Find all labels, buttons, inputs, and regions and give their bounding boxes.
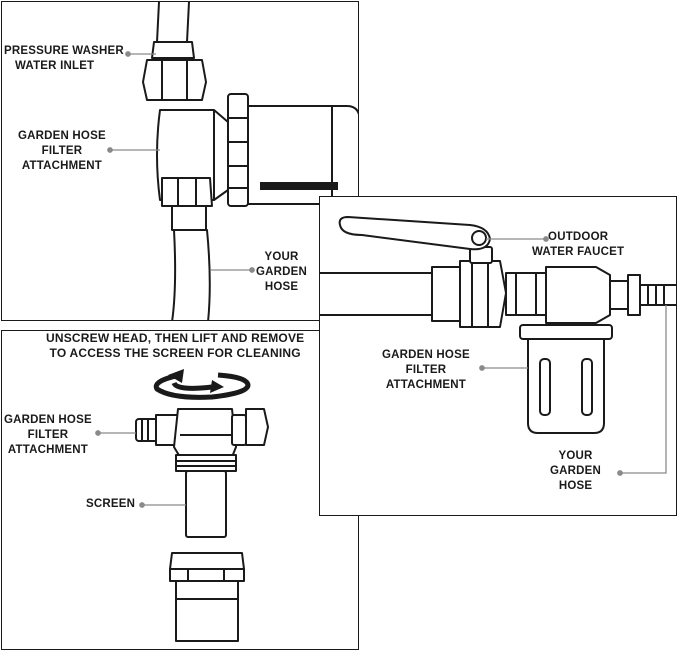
inlet-pipe	[156, 2, 190, 43]
inlet-collar	[151, 41, 195, 59]
filter-thread-collar	[227, 93, 249, 207]
faucet-valve-body	[459, 260, 507, 328]
cleaning-heading: UNSCREW HEAD, THEN LIFT AND REMOVE TO AC…	[46, 331, 305, 360]
filter-attachment-label: GARDEN HOSE FILTER ATTACHMENT	[18, 130, 106, 172]
faucet-handle	[338, 216, 491, 251]
filter-head-faucet	[545, 266, 611, 324]
bowl-collar	[169, 552, 245, 570]
hose-thread-stem	[171, 205, 207, 231]
screen-element	[185, 470, 227, 538]
filter-bowl	[175, 580, 239, 642]
head-thread	[175, 454, 237, 472]
garden-hose-label: YOUR GARDEN HOSE	[256, 251, 308, 293]
screen-label: SCREEN	[86, 498, 136, 510]
rotation-arrow-icon	[153, 372, 251, 400]
garden-hose	[171, 229, 211, 320]
filter-attachment-label-faucet: GARDEN HOSE FILTER ATTACHMENT	[382, 349, 470, 391]
filter-head	[173, 408, 237, 458]
panel-inlet-connection: PRESSURE WASHER WATER INLET GARDEN HOSE …	[1, 1, 359, 321]
garden-hose-label-faucet: YOUR GARDEN HOSE	[550, 450, 602, 492]
filter-attachment-label-cleaning: GARDEN HOSE FILTER ATTACHMENT	[4, 414, 92, 456]
faucet-illustration	[320, 216, 676, 476]
panel-cleaning: UNSCREW HEAD, THEN LIFT AND REMOVE TO AC…	[1, 330, 359, 650]
cleaning-illustration	[95, 369, 269, 642]
outdoor-faucet-label: OUTDOOR WATER FAUCET	[532, 231, 625, 258]
pressure-washer-inlet-label: PRESSURE WASHER WATER INLET	[4, 45, 124, 72]
inlet-hex-nut	[142, 59, 207, 101]
inlet-illustration	[107, 2, 358, 320]
hose-hex-nut	[161, 177, 213, 207]
hose-outlet-thread	[639, 284, 676, 306]
faucet-supply-pipe	[320, 272, 433, 316]
filter-bowl-collar	[519, 324, 613, 340]
panel-faucet-connection: OUTDOOR WATER FAUCET GARDEN HOSE FILTER …	[319, 196, 677, 516]
